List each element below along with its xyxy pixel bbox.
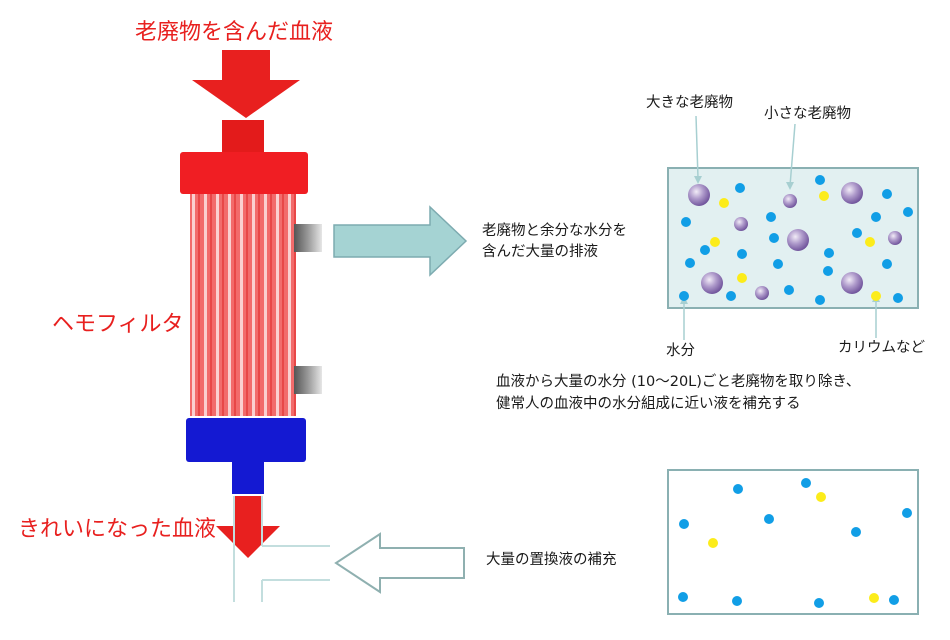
water-dot — [732, 596, 742, 606]
water-dot — [764, 514, 774, 524]
effluent-potassium-dots — [710, 191, 881, 301]
small-waste-label: 小さな老廃物 — [764, 106, 851, 122]
water-label: 水分 — [666, 343, 695, 359]
water-dot — [735, 183, 745, 193]
large-waste-particle — [787, 229, 809, 251]
water-dot — [679, 291, 689, 301]
small-waste-particle — [734, 217, 748, 231]
large-waste-particle — [841, 272, 863, 294]
potassium-dot — [708, 538, 718, 548]
effluent-arrow — [333, 205, 468, 277]
input-blood-label: 老廃物を含んだ血液 — [135, 20, 334, 45]
replacement-water-dots — [678, 478, 912, 608]
water-dot — [882, 189, 892, 199]
outlet-tubing — [233, 496, 330, 602]
large-waste-particle — [841, 182, 863, 204]
effluent-water-dots — [679, 175, 913, 305]
water-dot — [902, 508, 912, 518]
water-dot — [814, 598, 824, 608]
small-waste-leader — [789, 123, 796, 187]
input-arrow — [192, 50, 300, 118]
water-dot — [882, 259, 892, 269]
effluent-label-line2: 含んだ大量の排液 — [482, 244, 598, 260]
water-dot — [815, 295, 825, 305]
output-blood-label: きれいになった血液 — [18, 517, 217, 542]
filter-bottom-header — [186, 418, 306, 462]
potassium-label: カリウムなど — [838, 340, 925, 356]
water-dot — [823, 266, 833, 276]
filter-outlet-port — [232, 460, 264, 494]
replacement-potassium-dots — [708, 492, 879, 603]
potassium-dot — [710, 237, 720, 247]
replacement-arrow — [334, 532, 465, 594]
small-waste-particle — [783, 194, 797, 208]
water-dot — [824, 248, 834, 258]
replacement-panel — [667, 469, 919, 615]
water-dot — [851, 527, 861, 537]
water-dot — [889, 595, 899, 605]
large-waste-particle — [688, 184, 710, 206]
filter-upper-side-port — [294, 224, 322, 252]
water-dot — [769, 233, 779, 243]
water-dot — [766, 212, 776, 222]
water-dot — [733, 484, 743, 494]
water-dot — [852, 228, 862, 238]
potassium-dot — [816, 492, 826, 502]
water-dot — [815, 175, 825, 185]
water-dot — [685, 258, 695, 268]
output-arrow — [216, 496, 280, 558]
water-dot — [871, 212, 881, 222]
water-dot — [678, 592, 688, 602]
explanation-line2: 健常人の血液中の水分組成に近い液を補充する — [496, 396, 801, 412]
effluent-waste-particles — [688, 182, 902, 300]
filter-body — [190, 194, 296, 416]
large-waste-particle — [701, 272, 723, 294]
water-dot — [893, 293, 903, 303]
water-dot — [681, 217, 691, 227]
water-dot — [726, 291, 736, 301]
potassium-dot — [719, 198, 729, 208]
large-waste-leader — [695, 115, 699, 179]
water-dot — [784, 285, 794, 295]
explanation-line1: 血液から大量の水分 (10～20L)ごと老廃物を取り除き、 — [496, 374, 861, 390]
effluent-label-line1: 老廃物と余分な水分を — [482, 223, 627, 239]
filter-lower-side-port — [294, 366, 322, 394]
potassium-dot — [871, 291, 881, 301]
filter-inlet-port — [222, 120, 264, 156]
water-dot — [801, 478, 811, 488]
potassium-dot — [819, 191, 829, 201]
small-waste-particle — [888, 231, 902, 245]
water-dot — [903, 207, 913, 217]
filter-name-label: ヘモフィルタ — [52, 312, 184, 337]
potassium-dot — [737, 273, 747, 283]
large-waste-label: 大きな老廃物 — [646, 95, 733, 111]
water-dot — [773, 259, 783, 269]
replacement-label: 大量の置換液の補充 — [486, 552, 617, 568]
filter-top-header — [180, 152, 308, 194]
potassium-dot — [869, 593, 879, 603]
small-waste-particle — [755, 286, 769, 300]
water-dot — [700, 245, 710, 255]
potassium-dot — [865, 237, 875, 247]
water-dot — [679, 519, 689, 529]
water-dot — [737, 249, 747, 259]
